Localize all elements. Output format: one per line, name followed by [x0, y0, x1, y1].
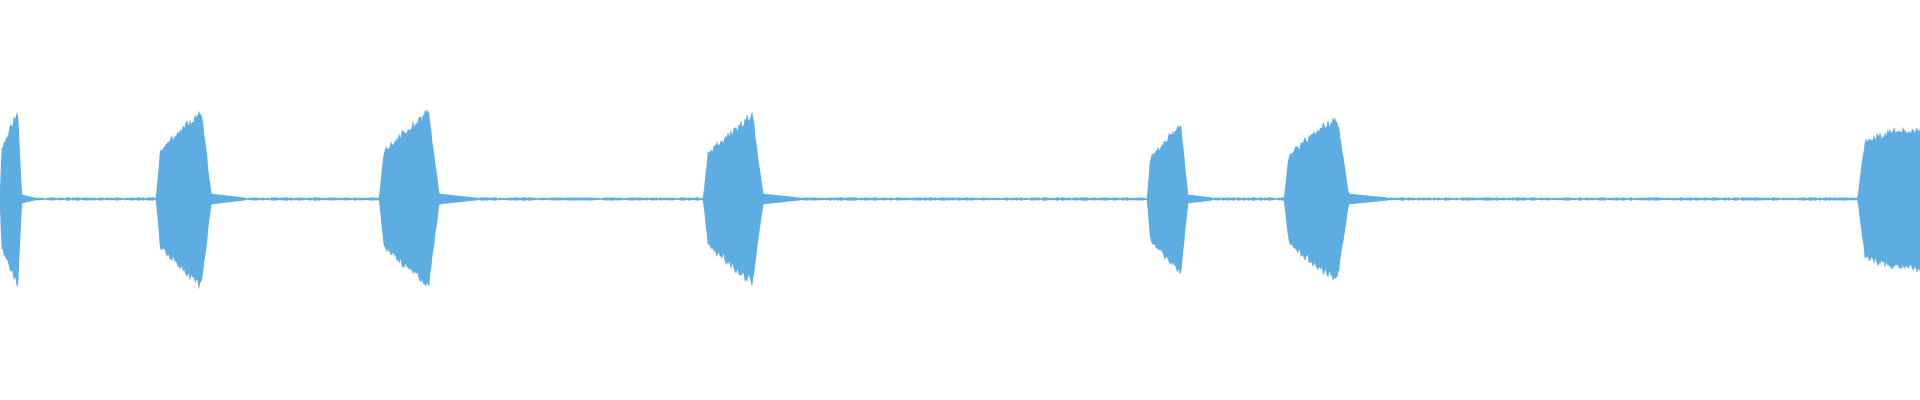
waveform-envelope — [0, 109, 1920, 289]
